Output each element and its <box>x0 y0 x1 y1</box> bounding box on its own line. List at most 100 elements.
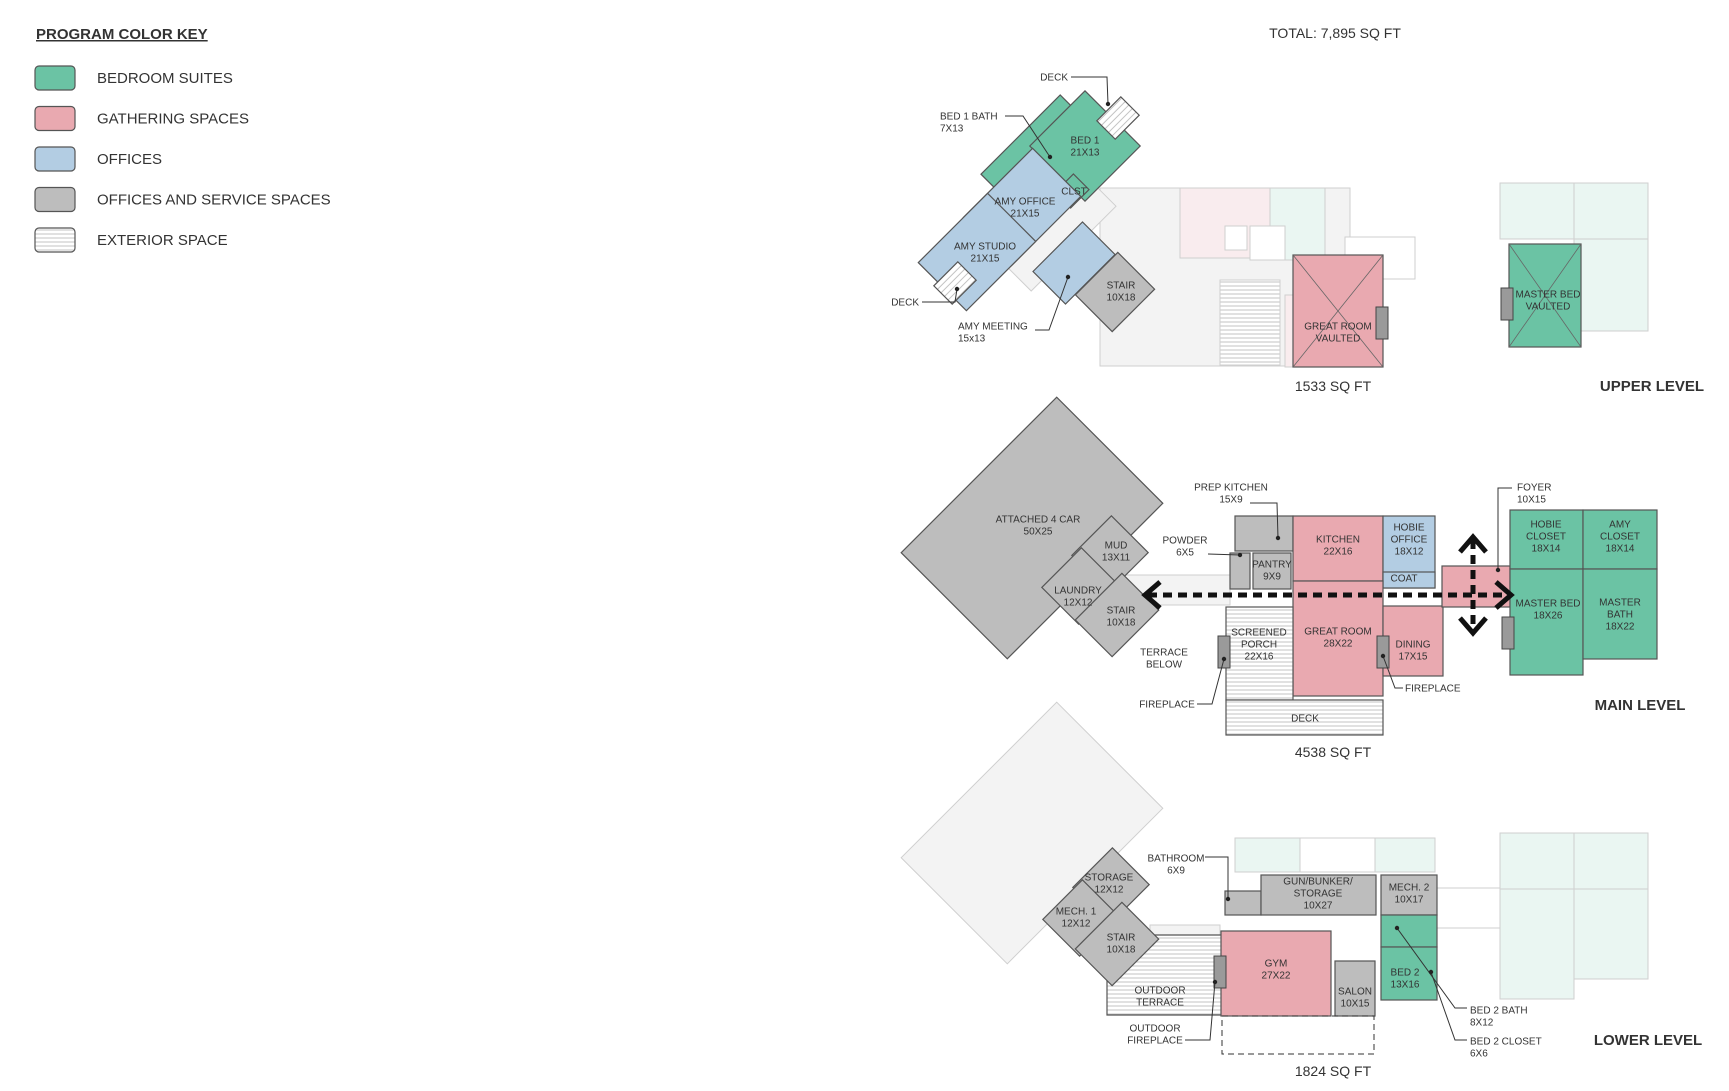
lower-salon-label-line: 10X15 <box>1341 999 1370 1010</box>
main-dining-label-line: DINING <box>1396 640 1431 651</box>
lower-stair <box>1074 901 1160 987</box>
lower-level-name: LOWER LEVEL <box>1594 1032 1702 1049</box>
main-laundry-label-line: LAUNDRY <box>1054 586 1102 597</box>
upper-bed1-label-line: 21X13 <box>1071 148 1100 159</box>
main-area: 4538 SQ FT <box>1295 744 1372 760</box>
main-powder-callout-line: 6X5 <box>1176 548 1194 559</box>
main-stair-label-line: STAIR <box>1107 606 1136 617</box>
main-foyer-arrowhead-down <box>1458 616 1488 637</box>
color-key-label: EXTERIOR SPACE <box>97 232 228 249</box>
upper-deck-left-callout-line: DECK <box>891 298 919 309</box>
main-mud-label-line: 13X11 <box>1102 553 1131 564</box>
main-fireplace-right-callout-line: FIREPLACE <box>1405 684 1461 695</box>
upper-deck-top-leader <box>1071 76 1109 105</box>
main-hobie-office-label-line: 18X12 <box>1395 547 1424 558</box>
lower-bathroom-callout-line: BATHROOM <box>1147 854 1204 865</box>
main-fireplace-porch <box>1217 635 1231 669</box>
lower-salon <box>1334 960 1376 1017</box>
lower-salon-label-line: SALON <box>1338 987 1372 998</box>
main-deck-label-line: DECK <box>1291 714 1319 725</box>
color-key-swatch <box>34 105 76 132</box>
upper-bed1-bath-leader <box>1005 115 1051 158</box>
main-fireplace-right-callout: FIREPLACE <box>1405 684 1461 695</box>
lower-bed2-bath <box>1380 914 1438 948</box>
upper-deck-top-callout-line: DECK <box>1040 73 1068 84</box>
callout-dot <box>1495 567 1501 573</box>
color-key-label: OFFICES AND SERVICE SPACES <box>97 192 331 209</box>
lower-ghost-bath <box>1573 888 1649 980</box>
upper-master-x2 <box>1508 243 1582 348</box>
color-key-swatch <box>34 227 76 253</box>
lower-storage-label-line: STORAGE <box>1085 873 1134 884</box>
upper-ghost-bath <box>1573 238 1649 332</box>
callout-dot <box>1428 969 1434 975</box>
callout-dot <box>1225 896 1231 902</box>
upper-bed1-label-line: BED 1 <box>1071 136 1100 147</box>
lower-ghost-closet2 <box>1573 832 1649 890</box>
lower-gun-bunker-label-line: 10X27 <box>1304 901 1333 912</box>
main-master-bath <box>1582 568 1658 660</box>
main-foyer-arrowhead-up <box>1458 533 1488 554</box>
callout-dot <box>954 286 960 292</box>
color-key-label: BEDROOM SUITES <box>97 70 233 87</box>
main-mud-label-line: MUD <box>1105 541 1128 552</box>
lower-ghost-link <box>1434 887 1511 929</box>
main-garage-label-line: 50X25 <box>1024 527 1053 538</box>
color-key-swatch <box>34 146 76 172</box>
main-powder-callout-line: POWDER <box>1163 536 1208 547</box>
main-hobie-closet <box>1509 509 1584 570</box>
upper-great-room-label-line: VAULTED <box>1316 334 1361 345</box>
lower-outdoor-terrace-label-line: TERRACE <box>1136 998 1184 1009</box>
main-prep-kitchen-callout-line: 15X9 <box>1219 495 1243 506</box>
main-stair-label-line: 10X18 <box>1107 618 1136 629</box>
callout-dot <box>1212 979 1218 985</box>
upper-stair <box>1074 251 1156 333</box>
lower-stair-label-line: 10X18 <box>1107 945 1136 956</box>
upper-master-bed-label-line: VAULTED <box>1526 302 1571 313</box>
lower-mech2-label-line: MECH. 2 <box>1389 883 1430 894</box>
main-master-bed-label-line: 18X26 <box>1534 611 1563 622</box>
main-coat-label: COAT <box>1390 574 1417 585</box>
upper-stair-label-line: 10X18 <box>1107 293 1136 304</box>
upper-amy-meeting-callout-line: AMY MEETING <box>958 322 1028 333</box>
main-amy-closet <box>1582 509 1658 570</box>
main-foyer-callout-line: FOYER <box>1517 483 1551 494</box>
upper-fireplace <box>1375 306 1389 340</box>
main-master-bath-label-line: 18X22 <box>1606 622 1635 633</box>
upper-clst-label-line: CLST <box>1061 187 1087 198</box>
upper-deck-left-leader <box>922 288 958 303</box>
main-coat-label-line: COAT <box>1390 574 1417 585</box>
upper-deck-left <box>932 260 978 306</box>
lower-gym-label-line: GYM <box>1265 959 1288 970</box>
upper-ghost-small2 <box>1249 225 1286 261</box>
main-amy-closet-label-line: AMY <box>1609 520 1631 531</box>
lower-storage-label-line: 12X12 <box>1095 885 1124 896</box>
main-axis-arrowhead-right <box>1494 580 1515 610</box>
main-screened-porch-label-line: PORCH <box>1241 640 1277 651</box>
main-hobie-office-label-line: HOBIE <box>1393 523 1424 534</box>
lower-below-dashed <box>1221 1015 1375 1055</box>
main-hobie-closet-label-line: CLOSET <box>1526 532 1566 543</box>
main-pantry-label-line: 9X9 <box>1263 572 1281 583</box>
lower-outdoor-fireplace <box>1213 955 1227 989</box>
main-amy-closet-label-line: CLOSET <box>1600 532 1640 543</box>
main-deck-label: DECK <box>1291 714 1319 725</box>
main-hobie-office-label-line: OFFICE <box>1391 535 1428 546</box>
color-key-title: PROGRAM COLOR KEY <box>36 26 208 43</box>
